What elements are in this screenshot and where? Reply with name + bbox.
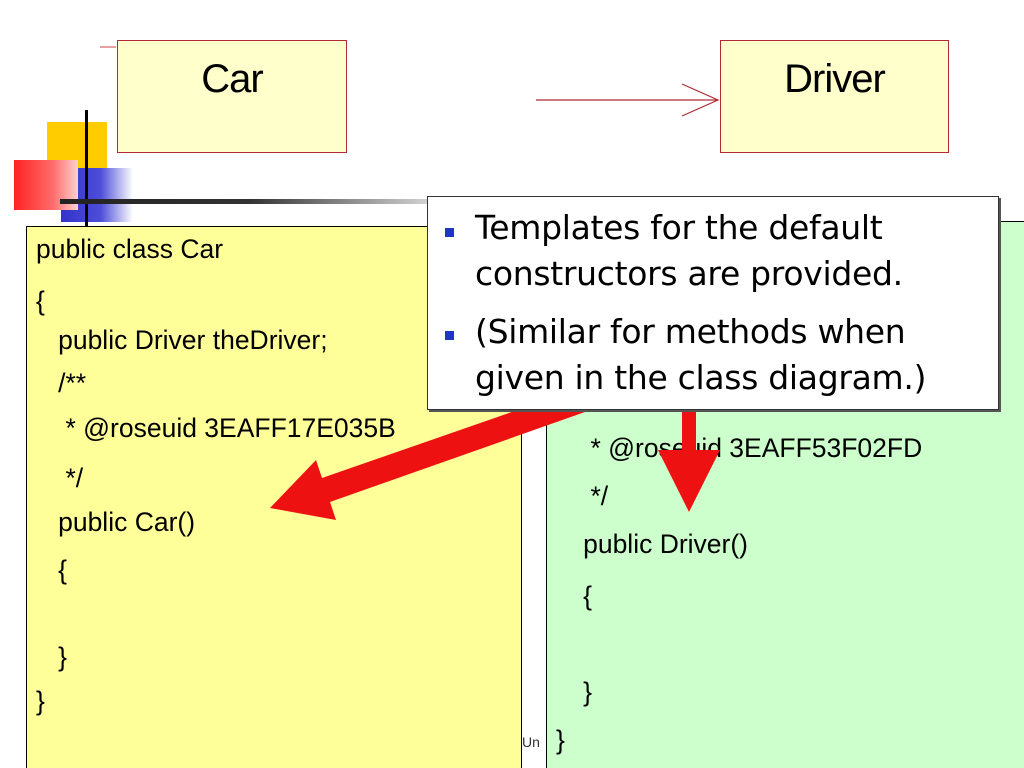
car-code-line: { [36, 555, 67, 585]
arrow-to-driver-constructor [658, 410, 720, 512]
car-code-line: } [36, 686, 45, 716]
uml-class-car-label: Car [201, 57, 263, 101]
note-bullet-2: (Similar for methods when given in the c… [475, 312, 927, 397]
car-code-line: public Car() [36, 507, 196, 537]
driver-code-line: { [561, 581, 592, 611]
note-bullet-1: Templates for the default constructors a… [475, 208, 903, 293]
car-code-line: } [36, 642, 67, 672]
car-code-line: * @roseuid 3EAFF17E035B [36, 413, 396, 443]
footer-text: Un [522, 734, 540, 750]
driver-code-line: */ [561, 481, 609, 511]
deco-horizontal-rule [60, 199, 440, 204]
uml-class-car: Car [117, 40, 347, 153]
car-code-line: { [36, 286, 45, 316]
car-code-line: public class Car [36, 234, 224, 264]
car-code-line: public Driver theDriver; [36, 325, 328, 355]
driver-code-line: } [561, 677, 592, 707]
car-code-line: /** [36, 368, 87, 398]
bullet-square-icon [445, 228, 454, 237]
callout-note: Templates for the default constructors a… [427, 196, 999, 410]
deco-vertical-line [85, 110, 88, 228]
uml-class-driver-label: Driver [784, 57, 886, 101]
deco-red-tick [100, 46, 116, 48]
driver-code-line: public Driver() [561, 529, 749, 559]
driver-code-line: } [556, 725, 565, 755]
car-code-line: */ [36, 463, 84, 493]
bullet-square-icon [445, 331, 454, 340]
uml-class-driver: Driver [720, 40, 949, 153]
arrow-to-car-constructor [270, 390, 585, 520]
